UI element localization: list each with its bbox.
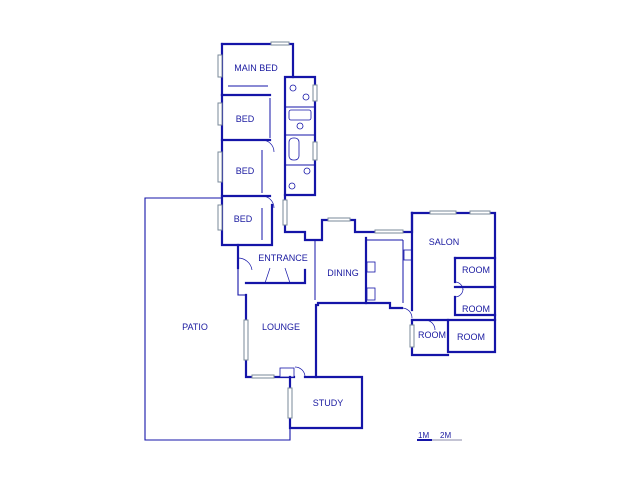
dining-label: DINING [327, 268, 359, 278]
patio-label: PATIO [182, 322, 208, 332]
main-bed-room [217, 41, 295, 97]
scale-label-2m: 2M [440, 431, 451, 440]
main-bed-label: MAIN BED [234, 63, 278, 73]
scale-label-1m: 1M [418, 431, 429, 440]
lounge-room [243, 293, 320, 379]
bed-1-label: BED [236, 114, 255, 124]
right-rooms [409, 256, 497, 357]
patio-outline [144, 197, 291, 441]
room-4-label: ROOM [457, 332, 485, 342]
room-1-label: ROOM [462, 265, 490, 275]
bed-3-room [217, 194, 275, 247]
dining-area [316, 236, 413, 310]
bathroom-block [283, 75, 318, 197]
scale-bar: 1M 2M [417, 431, 462, 441]
salon-room [401, 210, 497, 322]
study-label: STUDY [313, 398, 344, 408]
lounge-label: LOUNGE [262, 322, 300, 332]
study-room [287, 375, 364, 430]
salon-label: SALON [429, 237, 460, 247]
room-2-label: ROOM [462, 304, 490, 314]
room-3-label: ROOM [418, 330, 446, 340]
bed-3-label: BED [234, 214, 253, 224]
bed-2-label: BED [236, 166, 255, 176]
entrance-label: ENTRANCE [258, 253, 308, 263]
entrance-area [236, 240, 316, 300]
